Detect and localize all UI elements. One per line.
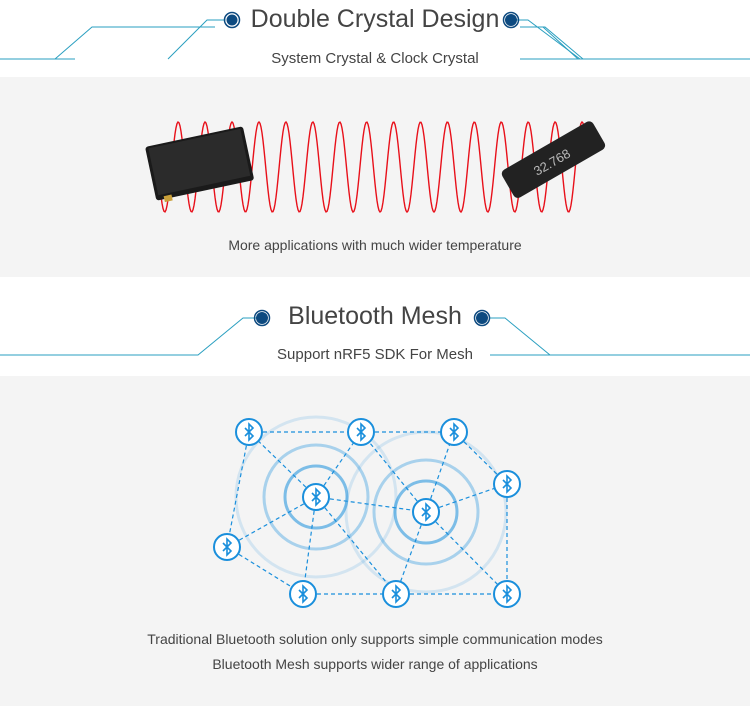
crystal-panel: 32.768 More applications with much wider… xyxy=(0,77,750,277)
mesh-link xyxy=(248,431,317,498)
mesh-link xyxy=(453,431,508,485)
mesh-link xyxy=(226,546,304,595)
section-title: Bluetooth Mesh xyxy=(288,302,462,330)
mesh-diagram xyxy=(213,415,521,608)
mesh-link xyxy=(360,431,427,513)
mesh-panel: Traditional Bluetooth solution only supp… xyxy=(0,376,750,706)
bluetooth-icon xyxy=(449,422,460,442)
title-dots xyxy=(223,11,520,29)
bluetooth-icon xyxy=(298,584,309,604)
crystal-caption: More applications with much wider temper… xyxy=(228,237,522,253)
bluetooth-icon xyxy=(244,422,255,442)
mesh-link xyxy=(302,496,317,595)
bluetooth-icon xyxy=(391,584,402,604)
mesh-link xyxy=(226,431,250,548)
bluetooth-icon xyxy=(356,422,367,442)
mesh-caption-2: Bluetooth Mesh supports wider range of a… xyxy=(212,656,538,672)
bluetooth-icon xyxy=(421,502,432,522)
mesh-link xyxy=(425,483,508,513)
signal-ring xyxy=(262,443,370,551)
bluetooth-icon xyxy=(311,487,322,507)
bluetooth-icon xyxy=(502,474,513,494)
signal-ring xyxy=(283,464,349,530)
mesh-link xyxy=(226,496,317,548)
section-subtitle: Support nRF5 SDK For Mesh xyxy=(277,346,473,363)
mesh-link xyxy=(315,496,427,513)
mesh-caption-1: Traditional Bluetooth solution only supp… xyxy=(147,631,603,647)
section-subtitle: System Crystal & Clock Crystal xyxy=(271,50,479,67)
mesh-link xyxy=(425,511,508,595)
signal-ring xyxy=(393,479,459,545)
bluetooth-icon xyxy=(222,537,233,557)
bluetooth-icon xyxy=(502,584,513,604)
mesh-link xyxy=(315,496,397,595)
mesh-link xyxy=(425,431,455,513)
signal-ring xyxy=(372,458,480,566)
section-title: Double Crystal Design xyxy=(250,5,500,33)
crystal-illustration: 32.768 xyxy=(145,120,606,214)
mesh-link xyxy=(395,511,427,595)
system-crystal-icon xyxy=(145,126,254,203)
